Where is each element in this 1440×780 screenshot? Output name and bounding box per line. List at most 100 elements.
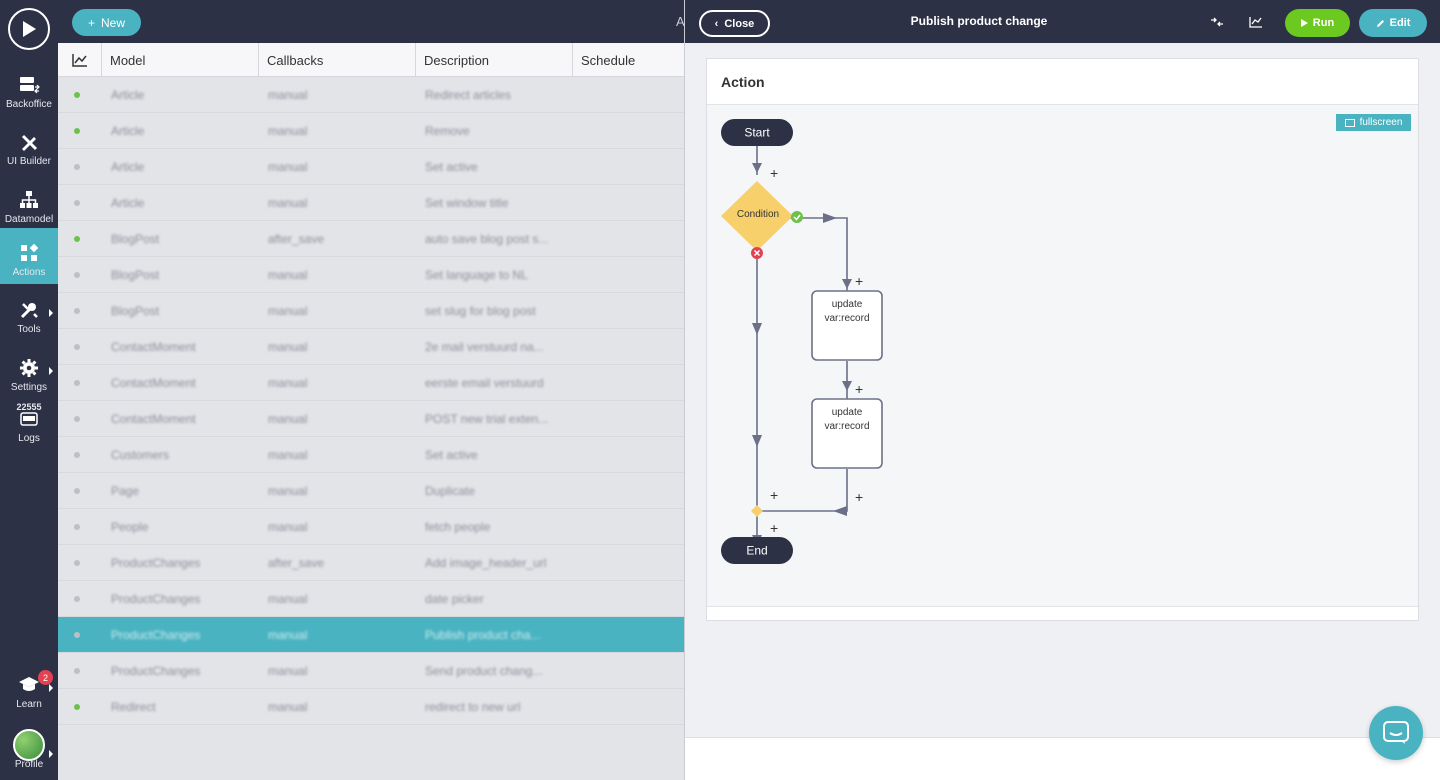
update-record-step-2[interactable]: update var:record <box>811 398 883 469</box>
nav-tools[interactable]: Tools <box>0 285 58 341</box>
cell-description: fetch people <box>425 520 491 534</box>
fullscreen-button[interactable]: fullscreen <box>1336 114 1411 131</box>
add-step-plus: + <box>855 381 863 397</box>
nav-settings[interactable]: Settings <box>0 343 58 399</box>
cell-description: Set window title <box>425 196 509 210</box>
submenu-caret-icon <box>49 367 53 375</box>
condition-node[interactable]: Condition <box>721 181 793 251</box>
collapse-arrows-icon[interactable] <box>1209 14 1225 30</box>
status-dot <box>74 488 80 494</box>
cell-model: ProductChanges <box>111 664 201 678</box>
end-node[interactable]: End <box>721 537 793 564</box>
cell-model: BlogPost <box>111 268 160 282</box>
edit-button-label: Edit <box>1389 17 1411 29</box>
chat-icon <box>1383 721 1409 744</box>
cell-callbacks: manual <box>268 628 308 642</box>
action-card: Action fullscreen <box>706 58 1419 621</box>
notification-badge: 2 <box>38 670 53 685</box>
avatar[interactable] <box>13 729 45 761</box>
add-step-plus: + <box>855 489 863 505</box>
column-header-schedule[interactable]: Schedule <box>581 52 636 68</box>
submenu-caret-icon <box>49 684 53 692</box>
cell-model: People <box>111 520 149 534</box>
cell-description: Publish product cha... <box>425 628 541 642</box>
fullscreen-icon <box>1344 118 1355 127</box>
status-dot <box>74 632 80 638</box>
nav-label: Actions <box>12 267 46 278</box>
edit-button[interactable]: Edit <box>1359 9 1427 37</box>
cell-description: eerste email verstuurd <box>425 376 544 390</box>
nav-ui-builder[interactable]: UI Builder <box>0 117 58 173</box>
status-dot <box>74 92 80 98</box>
arrow-down-icon <box>842 381 852 391</box>
nav-actions[interactable]: Actions <box>0 228 58 284</box>
server-icon <box>18 74 40 96</box>
play-button[interactable] <box>8 8 50 50</box>
cell-callbacks: manual <box>268 448 308 462</box>
status-dot <box>74 560 80 566</box>
line-chart-icon[interactable] <box>1248 14 1264 30</box>
connector-true-branch <box>777 217 848 291</box>
column-header-description[interactable]: Description <box>416 43 573 77</box>
column-header-callbacks[interactable]: Callbacks <box>259 43 416 77</box>
cell-description: POST new trial exten... <box>425 412 549 426</box>
run-button[interactable]: Run <box>1285 9 1350 37</box>
arrow-right-icon <box>823 213 837 223</box>
cell-model: Article <box>111 196 145 210</box>
fullscreen-label: fullscreen <box>1359 117 1403 128</box>
cell-callbacks: manual <box>268 484 308 498</box>
cell-description: Set active <box>425 160 478 174</box>
start-node[interactable]: Start <box>721 119 793 146</box>
cell-callbacks: manual <box>268 700 308 714</box>
status-dot <box>74 704 80 710</box>
panel-header: ‹ Close Publish product change Run Edit <box>685 0 1440 43</box>
column-header-model[interactable]: Model <box>102 43 259 77</box>
cell-model: ContactMoment <box>111 376 196 390</box>
close-button[interactable]: ‹ Close <box>699 10 770 37</box>
nav-profile[interactable]: Profile <box>0 720 58 776</box>
update-record-step-1[interactable]: update var:record <box>811 290 883 361</box>
nav-logs[interactable]: 22555 Logs <box>0 396 58 450</box>
nav-backoffice[interactable]: Backoffice <box>0 60 58 116</box>
status-dot <box>74 128 80 134</box>
cell-description: date picker <box>425 592 484 606</box>
new-button[interactable]: + New <box>72 9 141 36</box>
merge-point <box>751 505 763 517</box>
arrow-left-icon <box>833 506 847 516</box>
cell-model: BlogPost <box>111 304 160 318</box>
cell-callbacks: manual <box>268 340 308 354</box>
cell-model: Article <box>111 124 145 138</box>
cell-callbacks: manual <box>268 88 308 102</box>
run-button-label: Run <box>1312 17 1335 29</box>
nav-learn[interactable]: Learn <box>0 660 58 716</box>
cell-model: Article <box>111 88 145 102</box>
submenu-caret-icon <box>49 309 53 317</box>
nav-datamodel[interactable]: Datamodel <box>0 175 58 231</box>
add-step-plus: + <box>855 273 863 289</box>
chart-column-header[interactable] <box>58 43 102 77</box>
status-dot <box>74 596 80 602</box>
end-label: End <box>746 544 767 558</box>
nav-label: Backoffice <box>6 99 52 110</box>
nav-label: UI Builder <box>7 156 51 167</box>
chat-button[interactable] <box>1369 706 1423 760</box>
add-step-plus: + <box>770 165 778 181</box>
